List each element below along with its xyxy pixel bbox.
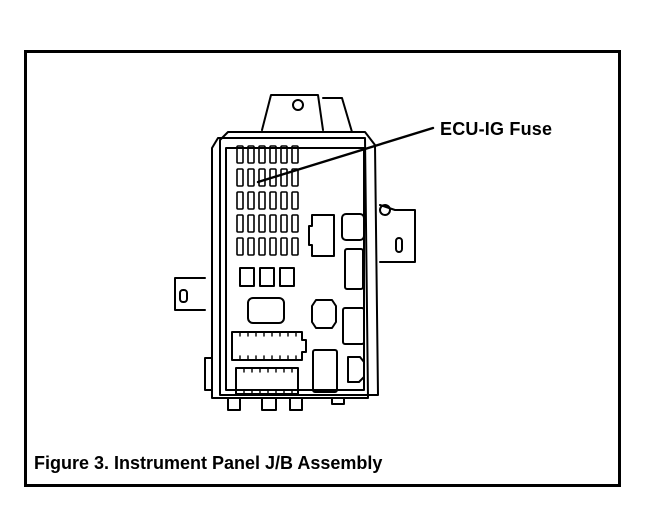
top-tab-hole: [292, 99, 304, 111]
right-mounting-tab: [379, 204, 416, 263]
fuse-slot: [280, 145, 288, 164]
fuse-slot: [291, 145, 299, 164]
fuse-slot: [247, 145, 255, 164]
fuse-slot: [280, 168, 288, 187]
ecu-ig-fuse-label: ECU-IG Fuse: [440, 119, 553, 139]
connector-right-7: [347, 356, 365, 383]
relay-2: [259, 267, 275, 287]
left-lower-clip: [204, 357, 213, 391]
figure-frame: [24, 50, 621, 487]
connector-right-6: [312, 349, 338, 393]
relay-1: [239, 267, 255, 287]
fuse-slot: [247, 191, 255, 210]
connector-right-1: [308, 214, 335, 257]
connector-right-4: [311, 299, 337, 329]
fuse-slot: [280, 214, 288, 233]
connector-center: [247, 297, 285, 324]
figure-caption: Figure 3. Instrument Panel J/B Assembly: [34, 453, 383, 473]
connector-lower-1-teeth: [239, 331, 297, 361]
fuse-slot-array: [236, 145, 299, 256]
fuse-slot: [269, 191, 277, 210]
fuse-slot: [258, 168, 266, 187]
fuse-slot: [291, 237, 299, 256]
fuse-slot: [236, 237, 244, 256]
callout-leader-line: [256, 126, 435, 184]
fuse-slot: [291, 191, 299, 210]
connector-lower-2-teeth: [243, 367, 293, 395]
left-mounting-tab: [174, 277, 206, 311]
top-right-tab: [322, 97, 353, 133]
block-front-inner: [225, 147, 365, 391]
fuse-slot: [258, 237, 266, 256]
fuse-slot: [269, 214, 277, 233]
fuse-slot: [291, 168, 299, 187]
block-front-face: [211, 137, 369, 399]
top-mounting-tab: [261, 94, 324, 131]
fuse-slot: [258, 214, 266, 233]
left-tab-hole: [179, 289, 188, 303]
bottom-feet: [227, 397, 345, 411]
fuse-slot: [291, 214, 299, 233]
relay-3: [279, 267, 295, 287]
right-tab-peg: [379, 204, 391, 216]
connector-lower-2: [235, 367, 299, 395]
connector-right-3: [344, 248, 364, 290]
connector-right-5: [342, 307, 365, 345]
fuse-slot: [247, 214, 255, 233]
fuse-slot: [280, 237, 288, 256]
fuse-slot: [236, 168, 244, 187]
fuse-slot: [236, 214, 244, 233]
fuse-slot: [236, 145, 244, 164]
fuse-slot: [269, 145, 277, 164]
fuse-slot: [258, 145, 266, 164]
connector-right-2: [341, 213, 365, 241]
fuse-slot: [247, 237, 255, 256]
connector-lower-1: [231, 331, 307, 361]
right-tab-hole: [395, 237, 403, 253]
fuse-slot: [280, 191, 288, 210]
fuse-slot: [247, 168, 255, 187]
fuse-slot: [269, 237, 277, 256]
fuse-slot: [236, 191, 244, 210]
fuse-slot: [258, 191, 266, 210]
